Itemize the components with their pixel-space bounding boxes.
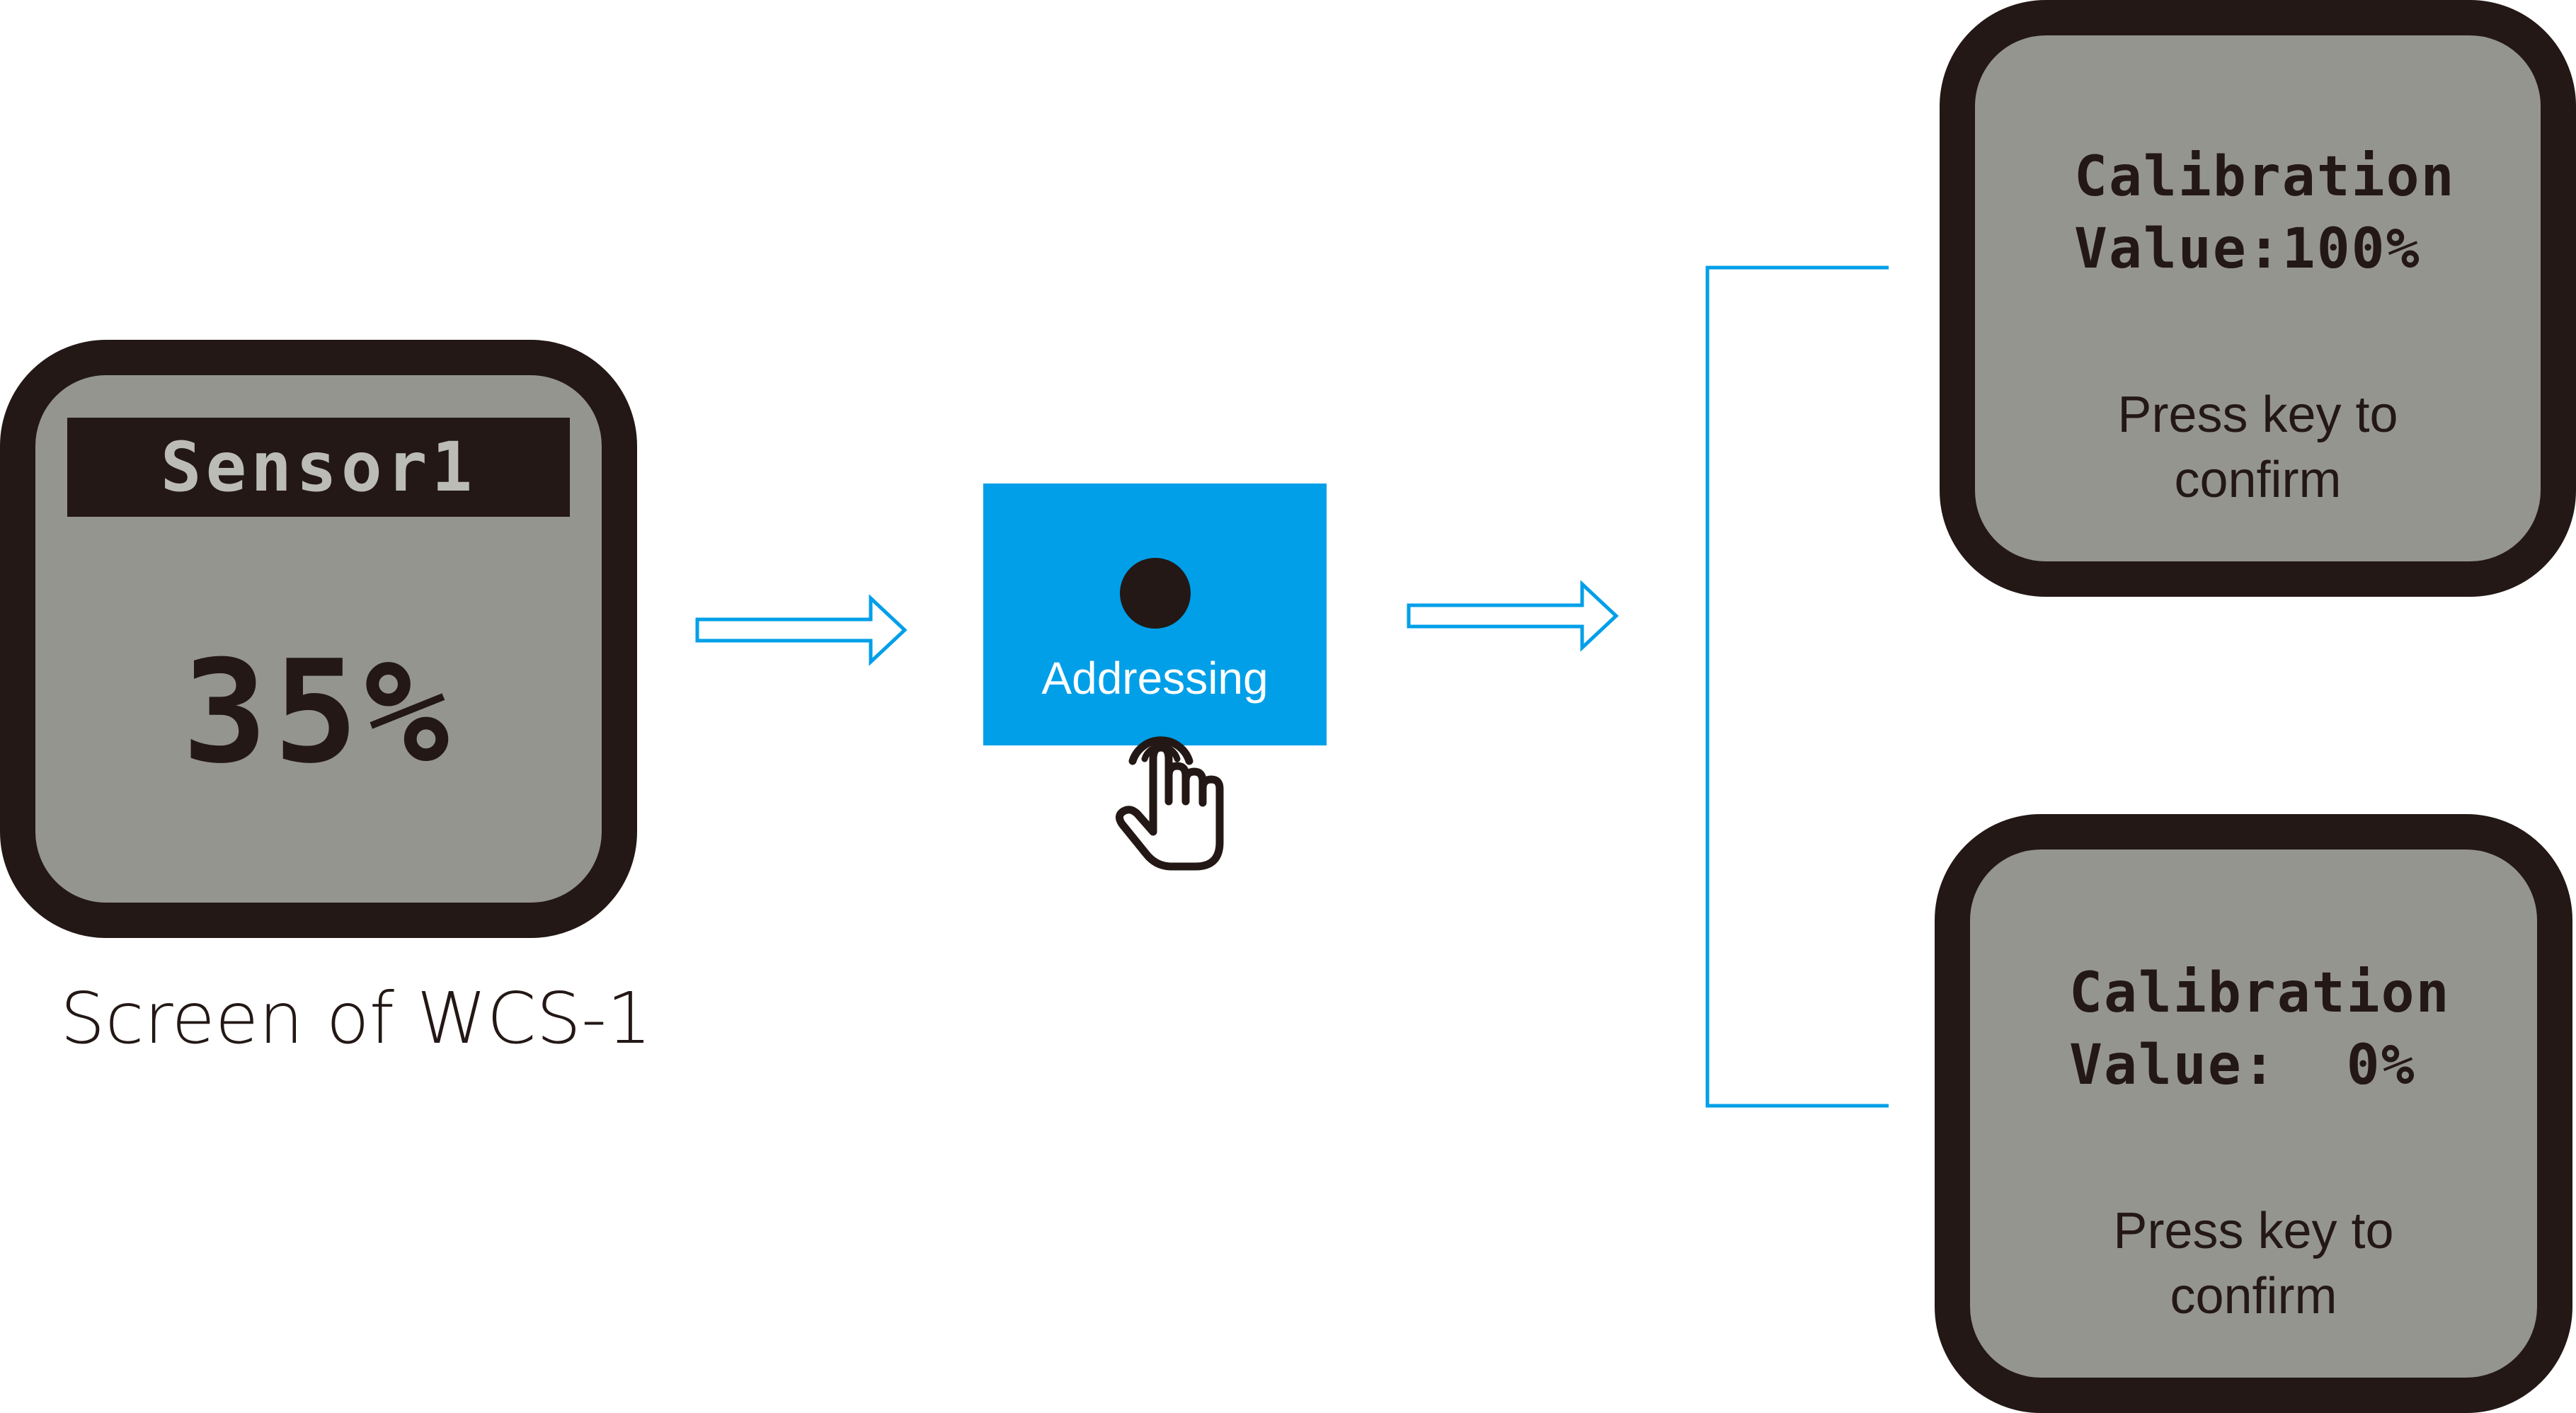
lcd-header-sensor-name: Sensor1	[67, 418, 570, 517]
outline-arrow-right-icon	[695, 594, 908, 666]
addressing-button[interactable]: Addressing	[983, 484, 1327, 745]
hand-pointer-icon	[1116, 736, 1224, 871]
addressing-button-label: Addressing	[1041, 653, 1269, 704]
outline-arrow-right-icon	[1407, 580, 1619, 652]
device-caption: Screen of WCS-1	[60, 977, 652, 1060]
wcs1-device-screen: Sensor1 35%	[0, 340, 637, 938]
confirm-hint-line2: confirm	[2170, 1268, 2337, 1325]
calibration-value: Value:100%	[2074, 217, 2421, 281]
calibration-screen-0: Calibration Value: 0% Press key to confi…	[1935, 814, 2572, 1413]
confirm-hint-line2: confirm	[2174, 452, 2342, 508]
calibration-title: Calibration	[2074, 145, 2456, 209]
calibration-value: Value: 0%	[2069, 1034, 2416, 1097]
calibration-title: Calibration	[2069, 961, 2451, 1025]
lcd-reading-value: 35%	[182, 630, 455, 795]
calibration-screen-100: Calibration Value:100% Press key to conf…	[1940, 0, 2576, 597]
bracket-branch-connector	[1705, 265, 1889, 1108]
confirm-hint-line1: Press key to	[2113, 1203, 2394, 1259]
dot-indicator-icon	[1120, 558, 1191, 629]
confirm-hint-line1: Press key to	[2117, 387, 2398, 443]
